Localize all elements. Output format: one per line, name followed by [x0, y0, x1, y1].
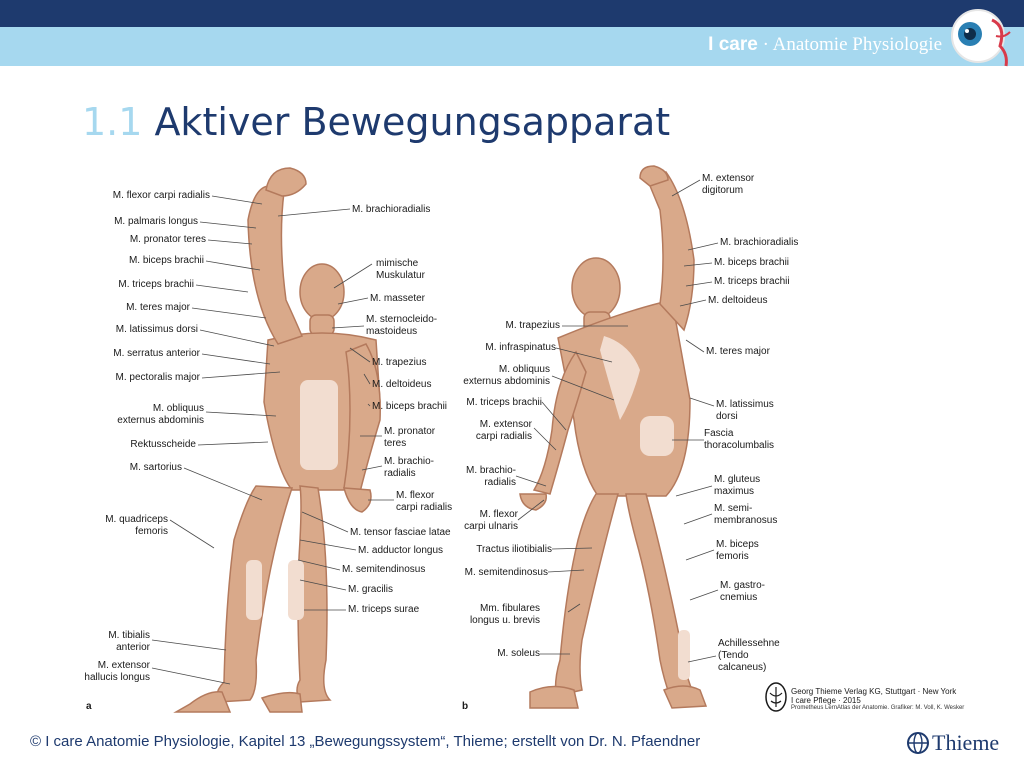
- label-b-brachio-radialis: M. brachio- radialis: [465, 465, 516, 488]
- label-a-trapezius: M. trapezius: [372, 357, 427, 368]
- thieme-wordmark: Thieme: [932, 730, 1000, 755]
- label-a-semitendinosus: M. semitendinosus: [342, 564, 426, 575]
- label-a-triceps-surae: M. triceps surae: [348, 604, 420, 615]
- label-b-teres-major: M. teres major: [706, 346, 770, 357]
- label-b-obliquus-externus: M. obliquus externus abdominis: [463, 364, 550, 387]
- front-hand-raised: [265, 167, 307, 197]
- section-title: Aktiver Bewegungsapparat: [154, 100, 671, 144]
- label-a-latissimus-dorsi: M. latissimus dorsi: [115, 324, 198, 335]
- label-b-deltoideus: M. deltoideus: [708, 295, 768, 306]
- thieme-logo: Thieme: [906, 728, 1016, 758]
- label-a-extensor-hallucis: M. extensor hallucis longus: [84, 660, 150, 683]
- label-a-adductor-longus: M. adductor longus: [358, 545, 444, 556]
- section-number: 1.1: [82, 100, 143, 144]
- label-b-biceps-brachii: M. biceps brachii: [714, 257, 790, 268]
- label-a-serratus-anterior: M. serratus anterior: [113, 348, 200, 359]
- label-a-tensor-fasciae-latae: M. tensor fasciae latae: [350, 527, 451, 538]
- back-body-figure: [519, 165, 708, 709]
- label-a-pronator-teres: M. pronator teres: [129, 234, 206, 245]
- brand-title: I care · Anatomie Physiologie: [708, 34, 942, 56]
- label-b-fibulares: Mm. fibulares longus u. brevis: [469, 603, 540, 626]
- label-a-quadriceps-femoris: M. quadriceps femoris: [105, 514, 168, 537]
- label-b-fascia-thoracolumbalis: Fascia thoracolumbalis: [704, 428, 775, 451]
- label-b-triceps-brachii: M. triceps brachii: [466, 397, 542, 408]
- label-a-biceps-brachii: M. biceps brachii: [128, 255, 204, 266]
- front-arm-raised: [247, 185, 304, 345]
- label-a-teres-major: M. teres major: [126, 302, 190, 313]
- label-a-pectoralis-major: M. pectoralis major: [115, 372, 200, 383]
- publisher-line-1: Georg Thieme Verlag KG, Stuttgart · New …: [791, 687, 957, 696]
- label-b-infraspinatus: M. infraspinatus: [485, 342, 556, 353]
- panel-label-a: a: [86, 701, 92, 712]
- label-b-trapezius: M. trapezius: [505, 320, 560, 331]
- front-tendon-highlights: [246, 380, 338, 620]
- front-foot-left: [173, 691, 232, 713]
- back-leg-right: [625, 493, 694, 697]
- label-b-triceps-brachii-right: M. triceps brachii: [714, 276, 790, 287]
- label-a-gracilis: M. gracilis: [348, 584, 394, 595]
- label-a-mimische-muskulatur: mimische Muskulatur: [376, 258, 425, 281]
- back-tendon-highlights: [600, 336, 690, 680]
- label-a-pronator-teres-right: M. pronator teres: [384, 426, 436, 449]
- label-b-biceps-femoris: M. biceps femoris: [716, 539, 759, 562]
- eye-icon: [951, 9, 1011, 67]
- label-a-obliquus-externus: M. obliquus externus abdominis: [117, 403, 204, 426]
- label-b-gluteus-maximus: M. gluteus maximus: [714, 474, 761, 497]
- label-b-flexor-carpi-ulnaris: M. flexor carpi ulnaris: [464, 509, 518, 532]
- back-leg-left: [554, 493, 619, 697]
- label-a-biceps-brachii-right: M. biceps brachii: [372, 401, 448, 412]
- label-a-triceps-brachii: M. triceps brachii: [118, 279, 194, 290]
- label-b-latissimus-dorsi: M. latissimus dorsi: [716, 399, 774, 422]
- front-head: [299, 263, 345, 321]
- front-hand-down: [342, 487, 372, 513]
- label-a-brachio-radialis-right: M. brachio- radialis: [384, 456, 435, 479]
- brand-bold: I care: [708, 34, 758, 55]
- label-a-flexor-carpi-radialis: M. flexor carpi radialis: [112, 190, 210, 201]
- back-hand-raised: [639, 165, 669, 187]
- label-b-gastrocnemius: M. gastro- cnemius: [720, 580, 766, 603]
- anatomy-figure: [151, 165, 719, 713]
- label-b-tractus-iliotibialis: Tractus iliotibialis: [476, 544, 552, 555]
- label-b-semitendinosus: M. semitendinosus: [464, 567, 548, 578]
- front-body-figure: [173, 167, 381, 713]
- label-a-rektusscheide: Rektusscheide: [130, 439, 196, 450]
- brand-rest: · Anatomie Physiologie: [757, 34, 942, 55]
- publisher-line-3: Prometheus LernAtlas der Anatomie. Grafi…: [791, 705, 965, 711]
- back-foot-left: [529, 685, 579, 709]
- front-neck: [309, 314, 335, 336]
- label-b-achillessehne: Achillessehne (Tendo calcaneus): [718, 638, 780, 673]
- label-a-brachioradialis: M. brachioradialis: [352, 204, 431, 215]
- back-head: [571, 257, 621, 319]
- publisher-seal-icon: [765, 682, 787, 712]
- publisher-credit: Georg Thieme Verlag KG, Stuttgart · New …: [764, 681, 1004, 717]
- leader-lines: [151, 179, 719, 685]
- label-a-palmaris-longus: M. palmaris longus: [114, 216, 198, 227]
- panel-label-b: b: [462, 701, 469, 712]
- thieme-globe-icon: [907, 732, 929, 754]
- label-b-extensor-digitorum: M. extensor digitorum: [702, 173, 755, 196]
- publisher-line-2: I care Pflege · 2015: [791, 696, 861, 705]
- label-a-deltoideus: M. deltoideus: [372, 379, 432, 390]
- label-b-soleus: M. soleus: [497, 648, 540, 659]
- top-navy-bar: [0, 0, 1024, 27]
- front-foot-right: [260, 691, 303, 713]
- back-hand-down: [519, 493, 548, 511]
- label-b-brachioradialis: M. brachioradialis: [720, 237, 799, 248]
- label-a-flexor-carpi-radialis-right: M. flexor carpi radialis: [396, 490, 453, 513]
- label-a-sternocleidomastoideus: M. sternocleido- mastoideus: [366, 314, 438, 337]
- label-b-semimembranosus: M. semi- membranosus: [714, 503, 778, 526]
- back-foot-right: [662, 685, 708, 709]
- footer-credit: © I care Anatomie Physiologie, Kapitel 1…: [30, 733, 701, 750]
- label-a-tibialis-anterior: M. tibialis anterior: [108, 630, 150, 653]
- label-a-masseter: M. masseter: [370, 293, 426, 304]
- label-b-extensor-carpi-radialis: M. extensor carpi radialis: [475, 419, 532, 442]
- label-a-sartorius: M. sartorius: [129, 462, 182, 473]
- back-arm-raised: [644, 171, 695, 332]
- header-band: [0, 27, 1024, 66]
